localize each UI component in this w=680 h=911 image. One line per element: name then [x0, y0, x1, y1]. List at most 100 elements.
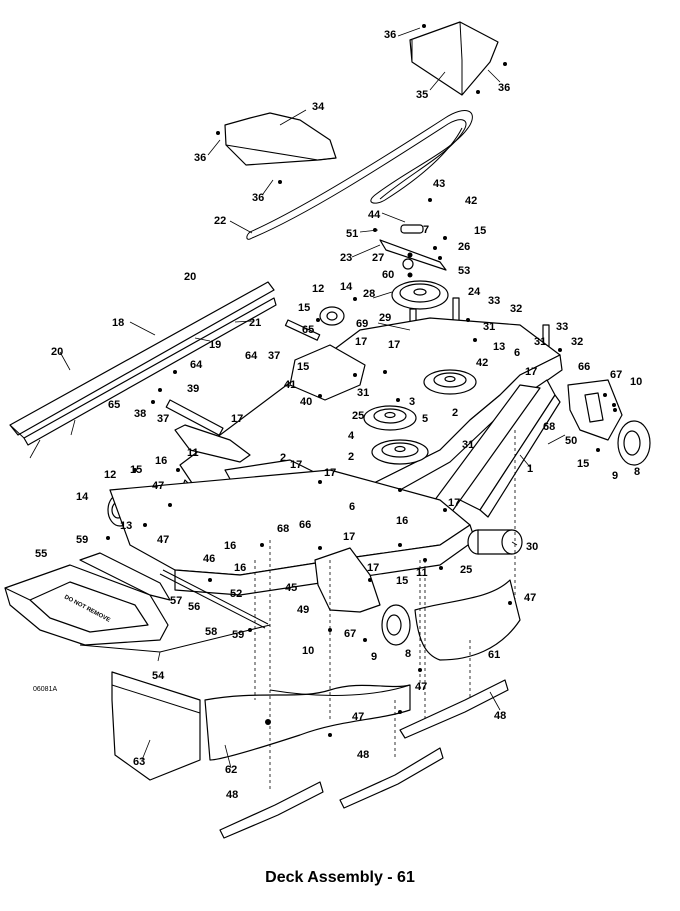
- drawing-number: 06081A: [33, 686, 57, 693]
- callout-3: 3: [409, 396, 415, 408]
- callout-2: 2: [452, 407, 458, 419]
- callout-10: 10: [302, 645, 314, 657]
- callout-16: 16: [224, 540, 236, 552]
- callout-6: 6: [349, 501, 355, 513]
- idler-arm: [379, 224, 447, 271]
- callout-27: 27: [372, 252, 384, 264]
- callout-31: 31: [462, 439, 474, 451]
- callout-9: 9: [371, 651, 377, 663]
- callout-30: 30: [526, 541, 538, 553]
- callout-66: 66: [299, 519, 311, 531]
- callout-31: 31: [357, 387, 369, 399]
- discharge-chute: [4, 552, 171, 646]
- callout-20: 20: [51, 346, 63, 358]
- callout-19: 19: [209, 339, 221, 351]
- callout-12: 12: [104, 469, 116, 481]
- callout-6: 6: [514, 347, 520, 359]
- callout-16: 16: [396, 515, 408, 527]
- callout-68: 68: [543, 421, 555, 433]
- callout-36: 36: [498, 82, 510, 94]
- roller-bracket-left: [314, 547, 381, 613]
- callout-11: 11: [187, 447, 199, 459]
- leader-lines: [29, 27, 566, 769]
- callout-63: 63: [133, 756, 145, 768]
- callout-13: 13: [493, 341, 505, 353]
- deck-frame-rail: [459, 379, 561, 518]
- callout-55: 55: [35, 548, 47, 560]
- callout-43: 43: [433, 178, 445, 190]
- callout-36: 36: [384, 29, 396, 41]
- callout-57: 57: [170, 595, 182, 607]
- callout-38: 38: [134, 408, 146, 420]
- callout-14: 14: [76, 491, 89, 503]
- callout-66: 66: [578, 361, 590, 373]
- callout-14: 14: [340, 281, 353, 293]
- callout-25: 25: [460, 564, 472, 576]
- callout-15: 15: [474, 225, 486, 237]
- spindle-pulley-right: [423, 369, 477, 395]
- callout-60: 60: [382, 269, 394, 281]
- callout-26: 26: [458, 241, 470, 253]
- callout-31: 31: [483, 321, 495, 333]
- callout-15: 15: [298, 302, 310, 314]
- callout-12: 12: [312, 283, 324, 295]
- callout-5: 5: [422, 413, 428, 425]
- spindle-pulley-center-lower: [371, 439, 429, 465]
- callout-17: 17: [525, 366, 537, 378]
- gauge-wheel-right: [617, 420, 651, 466]
- deck-assembly-exploded-view: 36 35 36 34 36 36 22 43 42 44 51 7 15 23…: [4, 21, 651, 839]
- callout-47: 47: [152, 480, 164, 492]
- callouts: 36 35 36 34 36 36 22 43 42 44 51 7 15 23…: [33, 29, 642, 801]
- callout-46: 46: [203, 553, 215, 565]
- callout-10: 10: [630, 376, 642, 388]
- callout-59: 59: [76, 534, 88, 546]
- callout-31: 31: [534, 336, 546, 348]
- callout-45: 45: [285, 582, 297, 594]
- spindle-pulley-center-upper: [363, 405, 417, 431]
- callout-56: 56: [188, 601, 200, 613]
- callout-9: 9: [612, 470, 618, 482]
- callout-8: 8: [634, 466, 640, 478]
- callout-15: 15: [297, 361, 309, 373]
- callout-54: 54: [152, 670, 165, 682]
- callout-25: 25: [352, 410, 364, 422]
- belt-shield-left: [224, 112, 337, 166]
- callout-49: 49: [297, 604, 309, 616]
- blade-right: [399, 679, 509, 739]
- discharge-rod: [159, 569, 269, 629]
- deck-skirt-rear: [269, 684, 411, 696]
- callout-47: 47: [352, 711, 364, 723]
- spindle-bracket-left: [165, 399, 251, 463]
- callout-16: 16: [234, 562, 246, 574]
- callout-1: 1: [527, 463, 533, 475]
- callout-59: 59: [232, 629, 244, 641]
- callout-42: 42: [465, 195, 477, 207]
- callout-68: 68: [277, 523, 289, 535]
- callout-17: 17: [231, 413, 243, 425]
- callout-23: 23: [340, 252, 352, 264]
- baffle-bar-left: [9, 281, 277, 446]
- callout-15: 15: [130, 464, 142, 476]
- callout-17: 17: [355, 336, 367, 348]
- callout-18: 18: [112, 317, 124, 329]
- deflector-plate: [111, 671, 201, 781]
- callout-65: 65: [108, 399, 120, 411]
- roller-bracket-right: [567, 379, 623, 441]
- callout-41: 41: [284, 379, 296, 391]
- callout-36: 36: [194, 152, 206, 164]
- callout-32: 32: [571, 336, 583, 348]
- callout-39: 39: [187, 383, 199, 395]
- gauge-wheel-center: [381, 604, 411, 646]
- callout-47: 47: [157, 534, 169, 546]
- callout-15: 15: [577, 458, 589, 470]
- callout-62: 62: [225, 764, 237, 776]
- callout-13: 13: [120, 520, 132, 532]
- callout-64: 64: [190, 359, 203, 371]
- callout-51: 51: [346, 228, 358, 240]
- callout-28: 28: [363, 288, 375, 300]
- callout-15: 15: [396, 575, 408, 587]
- callout-52: 52: [230, 588, 242, 600]
- callout-67: 67: [610, 369, 622, 381]
- hardware-fasteners: [106, 24, 617, 737]
